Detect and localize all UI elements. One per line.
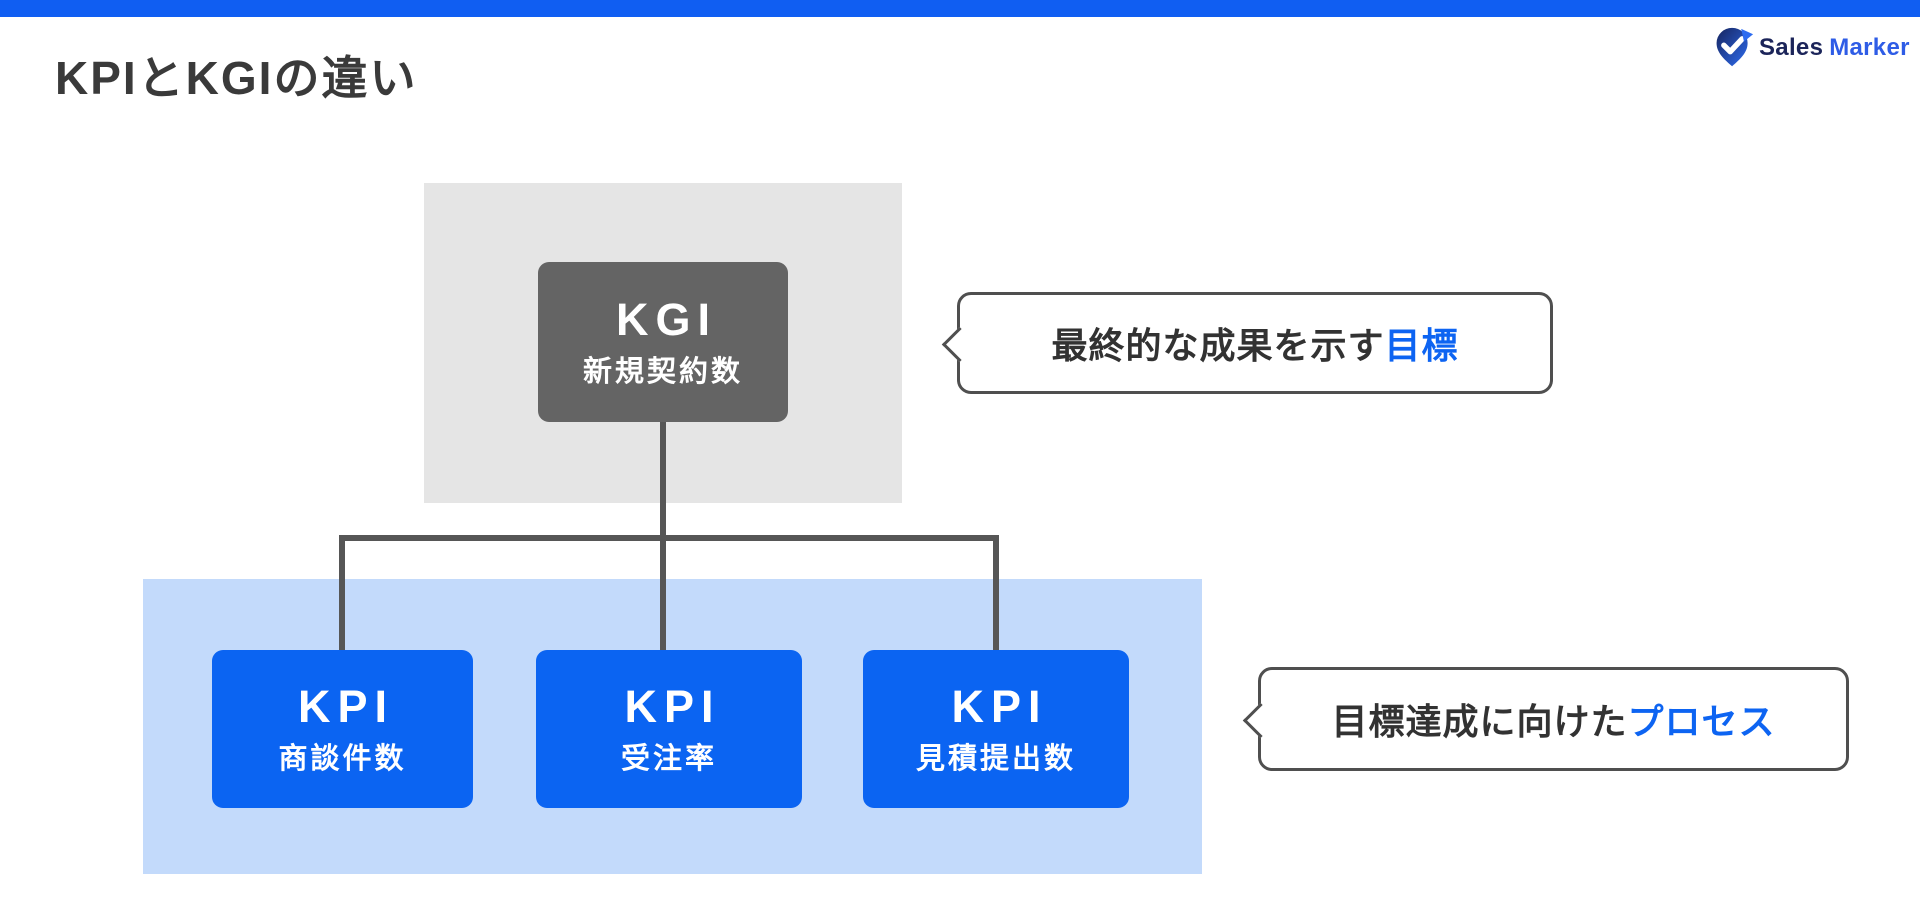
callout-kgi-text-plain: 最終的な成果を示す xyxy=(1051,325,1385,366)
connector-horizontal xyxy=(339,535,999,541)
kpi-node-3: KPI 見積提出数 xyxy=(863,650,1129,808)
sales-marker-pin-icon xyxy=(1716,27,1754,67)
kpi-sublabel: 見積提出数 xyxy=(915,743,1076,775)
callout-kpi-text: 目標達成に向けたプロセス xyxy=(1331,693,1775,745)
kpi-label: KPI xyxy=(297,681,394,732)
callout-tail-left-icon xyxy=(941,326,978,363)
top-accent-bar xyxy=(0,0,1920,17)
callout-kpi-text-accent: プロセス xyxy=(1627,701,1776,742)
callout-kgi: 最終的な成果を示す目標 xyxy=(941,292,1553,394)
kpi-label: KPI xyxy=(951,681,1048,732)
kpi-node-2: KPI 受注率 xyxy=(536,650,802,808)
kpi-sublabel: 受注率 xyxy=(620,743,717,775)
brand-name-second: Marker xyxy=(1829,34,1910,61)
callout-kgi-text: 最終的な成果を示す目標 xyxy=(1051,317,1458,369)
kgi-node: KGI 新規契約数 xyxy=(538,262,788,422)
callout-kpi: 目標達成に向けたプロセス xyxy=(1242,667,1849,771)
callout-tail-left-icon xyxy=(1242,702,1279,739)
callout-kpi-text-plain: 目標達成に向けた xyxy=(1331,701,1628,742)
page-title: KPIとKGIの違い xyxy=(55,52,418,104)
kgi-sublabel: 新規契約数 xyxy=(582,356,743,388)
connector-drop-kpi3 xyxy=(993,535,999,650)
callout-kgi-text-accent: 目標 xyxy=(1384,325,1459,366)
kpi-node-1: KPI 商談件数 xyxy=(212,650,473,808)
brand-name-first: Sales xyxy=(1759,34,1824,61)
kpi-sublabel: 商談件数 xyxy=(278,743,407,775)
kpi-label: KPI xyxy=(624,681,721,732)
brand-logo: Sales Marker xyxy=(1712,24,1910,72)
connector-drop-kpi1 xyxy=(339,535,345,650)
kgi-label: KGI xyxy=(615,294,717,345)
